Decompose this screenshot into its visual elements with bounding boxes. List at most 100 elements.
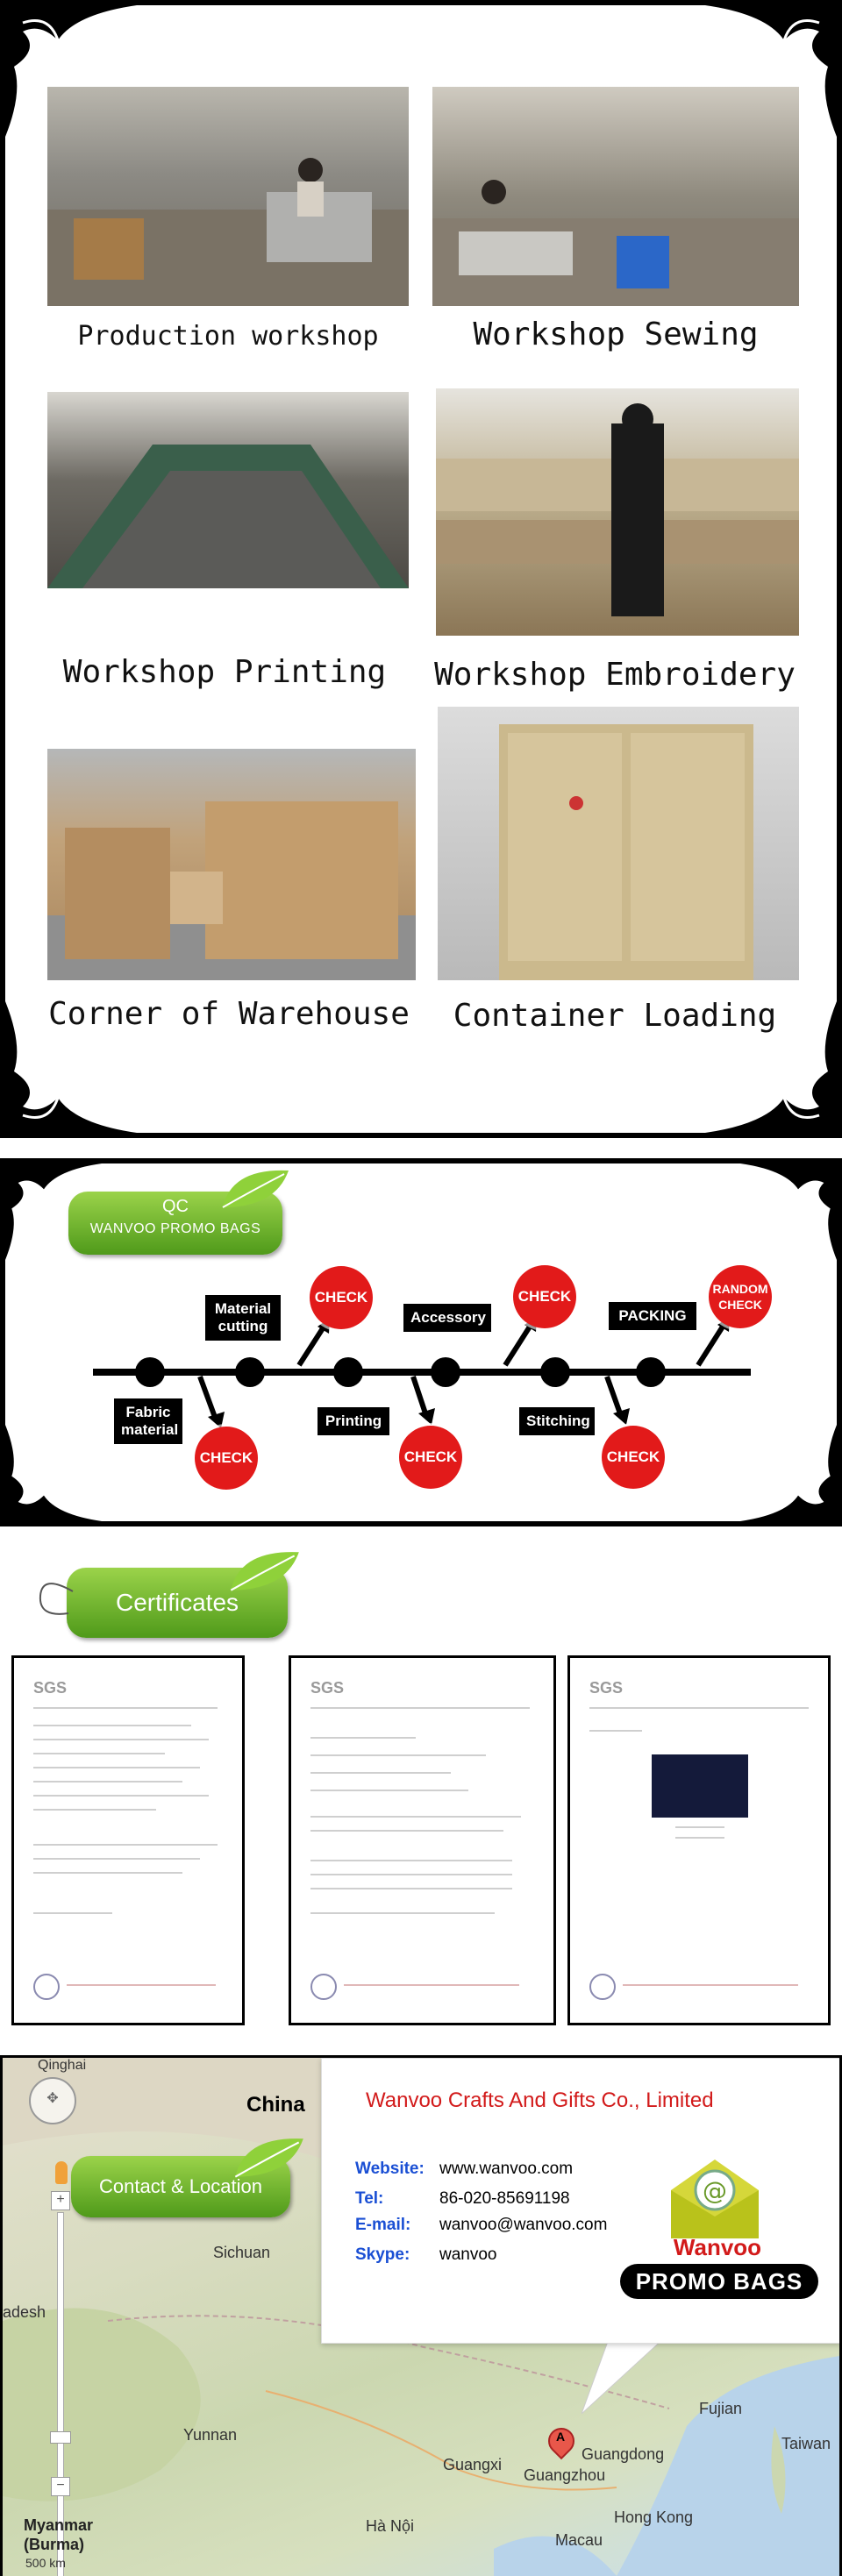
map-label-guangzhou: Guangzhou: [524, 2466, 606, 2484]
sgs-seal-icon: [310, 1974, 337, 2000]
qc-panel: QC WANVOO PROMO BAGS Fabric m: [5, 1163, 837, 1521]
email-label: E-mail:: [355, 2216, 411, 2234]
photo-production-workshop: [47, 87, 409, 306]
step-stitching: Stitching: [519, 1407, 595, 1435]
corner-ornament-icon: [5, 5, 137, 137]
factory-panel: Production workshop Workshop Sewing Work…: [5, 5, 837, 1133]
sgs-logo: SGS: [33, 1679, 68, 1697]
map-label-qinghai: Qinghai: [38, 2058, 87, 2073]
map-pan-control[interactable]: ✥: [29, 2077, 76, 2124]
zoom-slider-track[interactable]: [57, 2212, 64, 2576]
tel-label: Tel:: [355, 2189, 384, 2208]
photo-workshop-printing: [47, 392, 409, 588]
factory-section: Production workshop Workshop Sewing Work…: [0, 0, 842, 1138]
email-link[interactable]: wanvoo@wanvoo.com: [439, 2216, 608, 2234]
caption-workshop-sewing: Workshop Sewing: [473, 317, 759, 352]
leaf-icon: [230, 1552, 299, 1591]
zoom-slider-handle[interactable]: [50, 2431, 71, 2444]
map-label-yunnan: Yunnan: [183, 2426, 238, 2444]
photo-workshop-embroidery: [436, 388, 799, 636]
location-marker-label: A: [555, 2430, 566, 2444]
contact-info-card: Wanvoo Crafts And Gifts Co., Limited Web…: [321, 2058, 839, 2344]
map-label-sichuan: Sichuan: [213, 2244, 271, 2261]
corner-ornament-icon: [740, 1425, 837, 1521]
map-label-china: China: [246, 2093, 305, 2117]
check-badge: CHECK: [195, 1427, 258, 1490]
svg-text:@: @: [703, 2176, 727, 2205]
skype-value: wanvoo: [439, 2245, 497, 2264]
caption-workshop-embroidery: Workshop Embroidery: [434, 657, 796, 693]
fishbone-node: [135, 1357, 165, 1387]
qc-section: QC WANVOO PROMO BAGS Fabric m: [0, 1158, 842, 1526]
qc-badge-subtitle: WANVOO PROMO BAGS: [89, 1221, 261, 1236]
map-terrain: [3, 2058, 839, 2576]
check-badge: CHECK: [310, 1266, 373, 1329]
company-name: Wanvoo Crafts And Gifts Co., Limited: [366, 2089, 714, 2112]
envelope-logo-icon: @: [671, 2160, 759, 2238]
street-view-pegman-icon[interactable]: [55, 2161, 68, 2184]
photo-workshop-sewing: [432, 87, 799, 306]
map-label-fujian: Fujian: [699, 2400, 743, 2417]
product-photo: [652, 1754, 748, 1818]
map-label-taiwan: Taiwan: [781, 2435, 831, 2452]
website-link[interactable]: www.wanvoo.com: [439, 2160, 574, 2178]
check-badge: CHECK: [399, 1426, 462, 1489]
certificate-page-2[interactable]: SGS: [289, 1655, 556, 2025]
website-label: Website:: [355, 2160, 425, 2178]
caption-workshop-printing: Workshop Printing: [62, 654, 387, 690]
step-fabric-material: Fabric material: [114, 1398, 182, 1444]
corner-ornament-icon: [5, 1001, 137, 1133]
fishbone-node: [636, 1357, 666, 1387]
fishbone-node: [333, 1357, 363, 1387]
zoom-in-button[interactable]: +: [51, 2191, 70, 2210]
map-label-guangxi: Guangxi: [443, 2456, 503, 2473]
check-badge: CHECK: [602, 1426, 665, 1489]
corner-ornament-icon: [5, 1425, 102, 1521]
logo-brand-name: Wanvoo: [673, 2234, 762, 2260]
skype-label: Skype:: [355, 2245, 410, 2264]
caption-corner-of-warehouse: Corner of Warehouse: [48, 996, 410, 1032]
tag-string-icon: [39, 1583, 74, 1615]
corner-ornament-icon: [705, 1001, 837, 1133]
step-printing: Printing: [318, 1407, 389, 1435]
corner-ornament-icon: [740, 1163, 837, 1260]
qc-badge-title: QC: [162, 1197, 189, 1216]
map-scale: 500 km: [25, 2556, 66, 2570]
sgs-logo: SGS: [310, 1679, 345, 1697]
map-label-macau: Macau: [555, 2531, 603, 2549]
caption-production-workshop: Production workshop: [77, 321, 379, 352]
photo-corner-of-warehouse: [47, 749, 416, 980]
map-label-hanoi: Hà Nội: [366, 2517, 415, 2535]
caption-container-loading: Container Loading: [453, 998, 777, 1034]
random-check-badge: RANDOM CHECK: [709, 1265, 772, 1328]
tel-value: 86-020-85691198: [439, 2189, 570, 2208]
zoom-out-button[interactable]: −: [51, 2477, 70, 2496]
photo-container-loading: [438, 707, 799, 980]
certificate-page-3[interactable]: SGS: [567, 1655, 831, 2025]
leaf-icon: [234, 2138, 303, 2178]
sgs-seal-icon: [33, 1974, 60, 2000]
fishbone-node: [540, 1357, 570, 1387]
check-badge: CHECK: [513, 1265, 576, 1328]
certificates-badge-title: Certificates: [115, 1589, 239, 1616]
map[interactable]: ✥ + − Qinghai China Sichuan adesh Yunnan…: [3, 2058, 839, 2576]
map-label-adesh: adesh: [3, 2303, 46, 2321]
contact-badge-title: Contact & Location: [99, 2175, 262, 2197]
sgs-logo: SGS: [589, 1679, 624, 1697]
logo-tagline: PROMO BAGS: [620, 2264, 818, 2299]
fishbone-node: [431, 1357, 460, 1387]
map-label-guangdong: Guangdong: [582, 2445, 665, 2463]
corner-ornament-icon: [5, 1163, 102, 1260]
corner-ornament-icon: [705, 5, 837, 137]
leaf-icon: [222, 1170, 289, 1208]
contact-map-section: ✥ + − Qinghai China Sichuan adesh Yunnan…: [0, 2055, 842, 2576]
certificate-page-1[interactable]: SGS: [11, 1655, 245, 2025]
map-label-myanmar: Myanmar (Burma): [24, 2516, 94, 2553]
step-material-cutting: Material cutting: [205, 1295, 281, 1341]
sgs-seal-icon: [589, 1974, 616, 2000]
map-label-hong-kong: Hong Kong: [614, 2508, 694, 2526]
step-packing: PACKING: [609, 1302, 696, 1330]
fishbone-node: [235, 1357, 265, 1387]
pan-arrows-icon: ✥: [46, 2091, 59, 2106]
step-accessory: Accessory: [403, 1304, 491, 1332]
